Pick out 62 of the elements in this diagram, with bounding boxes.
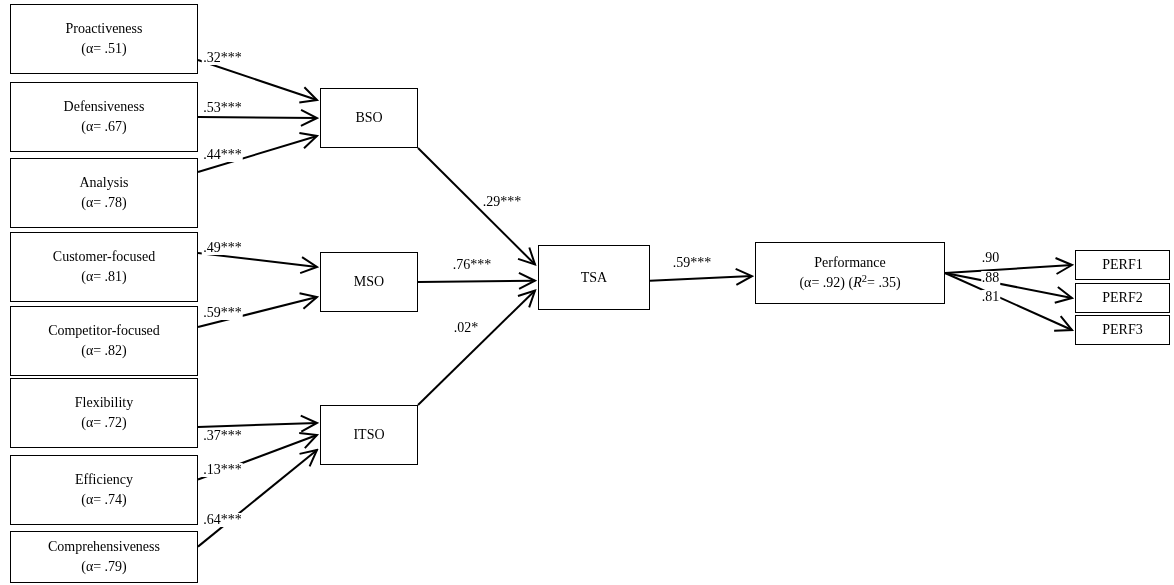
arrow [944,272,1073,304]
edge-label: .49*** [202,240,243,255]
variable-box [10,455,198,525]
node-text: (α= .74) [81,491,127,509]
arrow [197,59,318,104]
node-text: (α= .82) [81,342,127,360]
arrow [417,147,536,266]
variable-box [1075,250,1170,280]
node-text: Customer-focused [52,248,156,266]
edge-label: .32*** [202,51,243,65]
node-text: Proactiveness [65,20,143,38]
node-text: PERF2 [1102,289,1143,307]
variable-box [320,405,418,465]
node-text: Analysis [79,174,129,192]
arrow [417,289,536,406]
edge-label: .59*** [202,306,243,320]
node-text: Comprehensiveness [48,538,160,556]
edge-label: .44*** [202,147,243,162]
node-text: Efficiency [74,471,133,489]
node-text: (α= .81) [81,268,127,286]
arrow [944,272,1073,332]
arrow [417,271,536,290]
variable-box [10,378,198,448]
node-text: TSA [580,268,608,287]
variable-box [10,232,198,302]
node-text: Defensiveness [63,98,145,116]
variable-box [755,242,945,304]
variable-box [10,306,198,376]
variable-box [538,245,650,310]
arrow [649,267,753,286]
node-text: Performance [814,254,886,272]
arrow [197,292,318,328]
arrow [197,108,318,127]
edge-label: .59*** [671,255,713,270]
node-text: (α= .92) (R$^{2}$= .35) [799,273,901,292]
arrow [197,449,318,548]
node-text: (α= .79) [81,558,127,576]
variable-box [10,531,198,583]
edge-label: .81 [980,289,1001,304]
node-text: PERF3 [1102,321,1143,339]
variable-box [320,88,418,148]
variable-box [1075,315,1170,345]
variable-box [10,158,198,228]
node-text: PERF1 [1102,256,1143,274]
variable-box [10,82,198,152]
variable-box [10,4,198,74]
node-text: (α= .72) [81,414,127,432]
variable-box [1075,283,1170,313]
node-text: BSO [355,109,383,127]
variable-box [320,252,418,312]
node-text: (α= .67) [81,118,127,136]
node-text: Competitor-focused [48,322,160,340]
edge-label: .13*** [202,462,243,477]
arrow [197,252,318,275]
node-text: MSO [353,273,385,291]
node-text: (α= .78) [81,194,127,212]
arrow [197,414,318,433]
node-text: (α= .51) [81,40,127,58]
edge-label: .64*** [202,513,243,528]
arrow [197,132,318,173]
node-text: ITSO [353,426,385,444]
node-text: Flexibility [74,394,134,412]
